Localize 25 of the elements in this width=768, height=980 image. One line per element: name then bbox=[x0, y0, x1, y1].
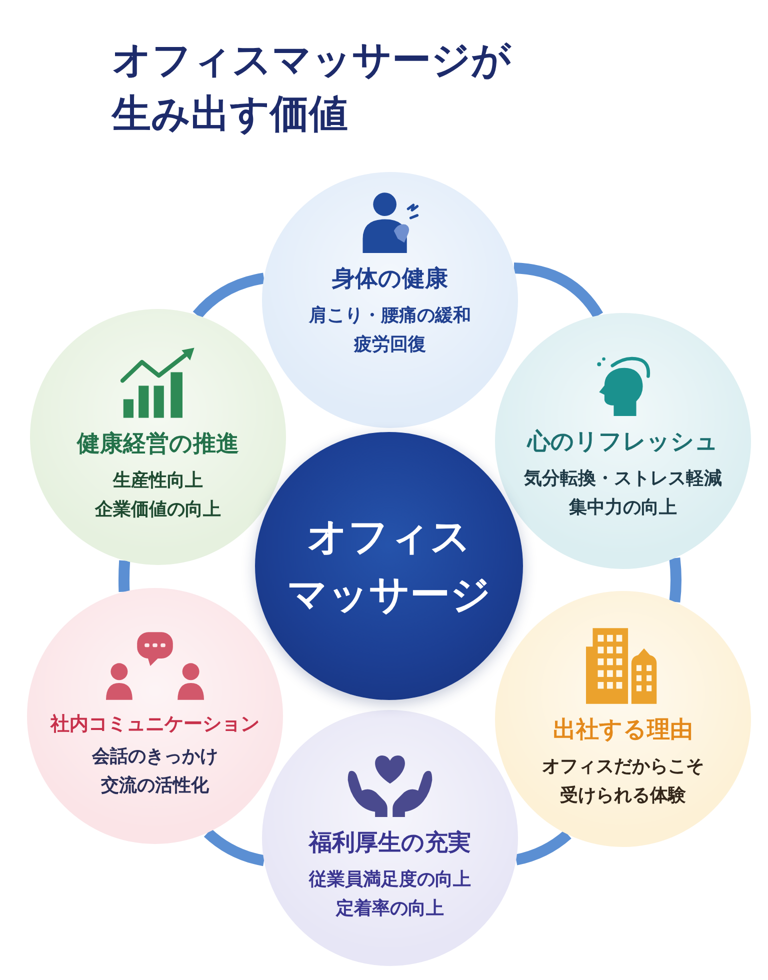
benefit-text: 企業価値の向上 bbox=[95, 498, 221, 522]
benefit-text: 交流の活性化 bbox=[101, 774, 209, 798]
ring-arc bbox=[514, 830, 572, 866]
ring-arc bbox=[118, 560, 130, 592]
benefit-text: 会話のきっかけ bbox=[92, 745, 218, 770]
ring-arc bbox=[192, 272, 265, 319]
heading: 心のリフレッシュ bbox=[528, 428, 718, 458]
heading: 健康経営の推進 bbox=[77, 430, 239, 460]
ring-arc bbox=[669, 558, 682, 602]
benefit-text: 定着率の向上 bbox=[336, 897, 444, 922]
heading: 出社する理由 bbox=[553, 716, 693, 745]
benefit-text: オフィスだからこそ受けられる体験 bbox=[541, 754, 705, 808]
benefit-text: 気分転換・ストレス軽減 bbox=[524, 467, 722, 492]
title: オフィスマッサージが生み出す価値 bbox=[112, 37, 512, 139]
benefit-text: 生産性向上 bbox=[113, 469, 203, 494]
heading: 福利厚生の充実 bbox=[309, 829, 471, 858]
heading: 身体の健康 bbox=[332, 265, 448, 294]
benefit-text: 肩こり・腰痛の緩和 bbox=[309, 304, 471, 328]
benefit-text: 集中力の向上 bbox=[569, 496, 677, 520]
benefit-text: 従業員満足度の向上 bbox=[309, 868, 471, 892]
center-label: オフィスマッサージ bbox=[287, 513, 491, 620]
benefit-text: 疲労回復 bbox=[354, 333, 426, 358]
ring-arc bbox=[204, 828, 266, 866]
ring-arc bbox=[514, 262, 603, 318]
heading: 社内コミュニケーション bbox=[50, 712, 260, 736]
